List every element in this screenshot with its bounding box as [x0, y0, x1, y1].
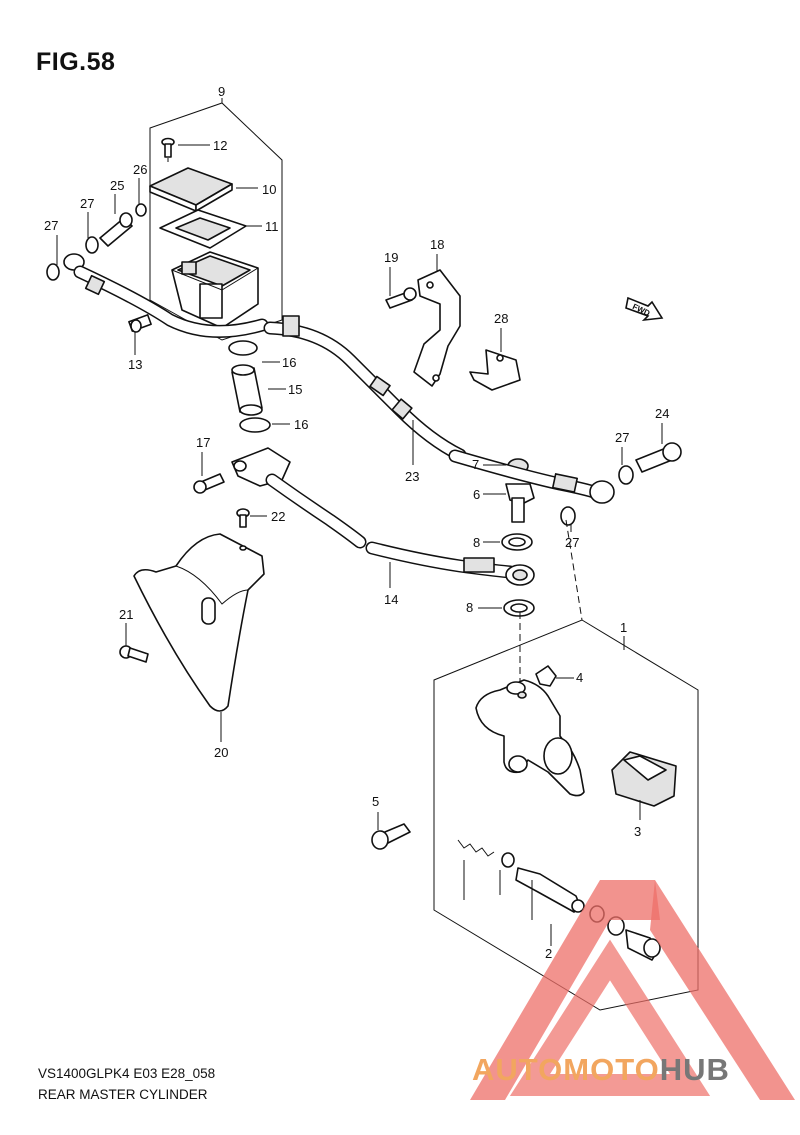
left-hose-assembly	[46, 203, 269, 338]
master-cylinder-group	[371, 519, 699, 1011]
part-hose-15	[228, 340, 290, 433]
callout-21: 21	[119, 607, 133, 622]
callout-15: 15	[288, 382, 302, 397]
watermark-text-2: HUB	[659, 1052, 730, 1087]
part-union-bolt-6	[505, 483, 535, 523]
callout-23: 23	[405, 469, 419, 484]
callout-16a: 16	[282, 355, 296, 370]
callout-11: 11	[265, 219, 279, 234]
callout-5: 5	[372, 794, 379, 809]
callout-14: 14	[384, 592, 398, 607]
callout-22: 22	[271, 509, 285, 524]
part-clip-28	[469, 349, 521, 391]
callout-27b: 27	[44, 218, 58, 233]
part-bolt-21	[119, 645, 149, 663]
fwd-arrow: FWD	[625, 296, 664, 322]
callout-labels: 9 12 10 11 26 25 27 27 13 16 15 16 17 22…	[44, 84, 669, 961]
part-bracket-18	[413, 269, 461, 387]
callout-27a: 27	[80, 196, 94, 211]
part-cover-20	[133, 533, 265, 712]
callout-19: 19	[384, 250, 398, 265]
figure-title: FIG.58	[36, 48, 116, 76]
callout-27d: 27	[565, 535, 579, 550]
callout-2: 2	[545, 946, 552, 961]
part-washer-8	[501, 533, 535, 617]
part-bolt-13	[128, 314, 152, 333]
callout-17: 17	[196, 435, 210, 450]
leader-lines	[87, 158, 663, 946]
watermark-text-1: AUTOMOTO	[472, 1052, 660, 1087]
reservoir-group	[149, 98, 283, 341]
watermark-logo: AUTOMOTOHUB	[472, 1052, 730, 1088]
footer-model-code: VS1400GLPK4 E03 E28_058	[38, 1066, 216, 1081]
callout-26: 26	[133, 162, 147, 177]
part-bolt-5	[371, 823, 411, 850]
part-bolt-24	[635, 442, 682, 473]
callout-7: 7	[472, 457, 479, 472]
callout-4: 4	[576, 670, 583, 685]
callout-20: 20	[214, 745, 228, 760]
part-cap-4	[535, 665, 557, 687]
part-bolt-19	[385, 287, 417, 309]
callout-8a: 8	[473, 535, 480, 550]
callout-3: 3	[634, 824, 641, 839]
footer-caption: REAR MASTER CYLINDER	[38, 1087, 208, 1102]
part-boot-3	[611, 751, 677, 807]
part-cap-10	[149, 167, 258, 212]
callout-13: 13	[128, 357, 142, 372]
callout-18: 18	[430, 237, 444, 252]
part-hose-14	[365, 541, 535, 586]
part-hose-23	[263, 315, 467, 465]
callout-28: 28	[494, 311, 508, 326]
part-fitting-bracket	[231, 447, 367, 549]
part-piston-kit-2	[457, 839, 661, 961]
part-master-cylinder-body	[475, 679, 585, 797]
callout-25: 25	[110, 178, 124, 193]
callout-24: 24	[655, 406, 669, 421]
part-bolt-25	[99, 212, 133, 247]
callout-6: 6	[473, 487, 480, 502]
part-bolt-22	[236, 508, 250, 528]
callout-16b: 16	[294, 417, 308, 432]
callout-1: 1	[620, 620, 627, 635]
callout-8b: 8	[466, 600, 473, 615]
part-reservoir-body	[171, 251, 259, 329]
callout-27c: 27	[615, 430, 629, 445]
callout-10: 10	[262, 182, 276, 197]
part-screw-12	[161, 137, 210, 158]
part-diaphragm-11	[159, 209, 262, 249]
callout-12: 12	[213, 138, 227, 153]
callout-9: 9	[218, 84, 225, 99]
part-bolt-17	[193, 473, 225, 494]
